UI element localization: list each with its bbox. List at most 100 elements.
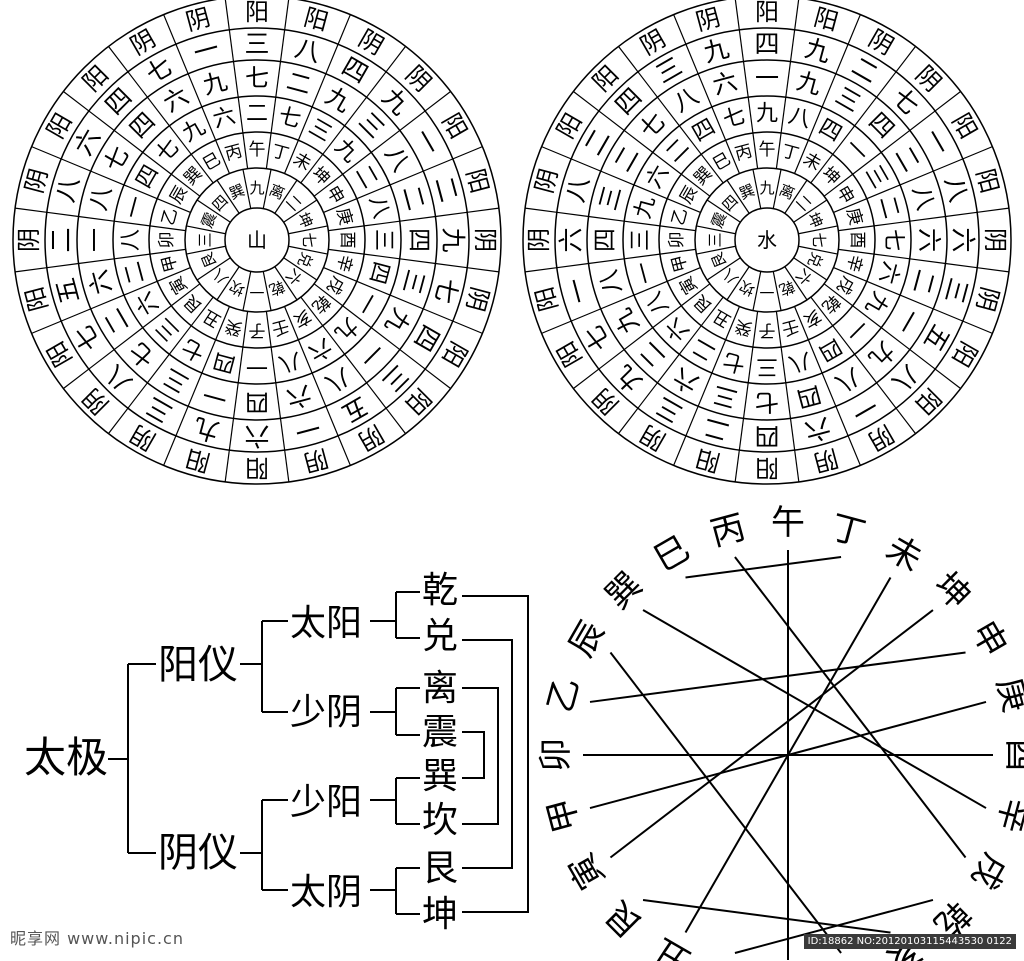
left-dial-divider [88,110,115,131]
left-dial-divider [175,43,189,74]
right-dial-divider [793,199,828,223]
star-link-line [642,609,987,809]
left-dial-divider [279,418,286,451]
left-dial-divider [31,320,62,334]
left-dial-divider [385,407,407,434]
right-dial-ring3-label: 四 [688,115,720,148]
left-dial-divider [60,158,91,172]
right-dial-ring5-label: 三 [939,275,973,307]
left-dial-divider [288,245,328,255]
right-dial-ring4-label: 四 [591,228,619,252]
right-dial-ring1-label: 乾 [777,277,798,299]
left-dial-divider [389,170,424,186]
left-dial-divider [313,283,344,307]
tree-level2-taiyin: 太阴 [290,872,362,913]
right-dial-ring4-label: 八 [907,183,940,213]
left-dial-ring6-label: 阳 [20,284,53,314]
right-dial-divider [772,169,782,209]
right-dial-divider [706,199,741,223]
left-dial-ring2-label: 酉 [337,232,357,249]
right-dial-divider [747,346,754,383]
right-dial-ring2-label: 甲 [668,252,692,274]
right-dial-ring3-label: 八 [786,347,814,377]
right-dial-divider [847,435,861,466]
star-mountain-label: 坤 [926,565,978,617]
right-dial-divider [934,368,961,390]
left-dial-ring6-label: 阴 [183,3,213,36]
right-dial-ring5-label: 七 [578,320,616,356]
left-dial-divider [323,266,358,282]
right-dial-ring5-label: 四 [754,422,779,451]
right-dial-divider [637,382,658,409]
right-dial-divider [600,170,635,186]
left-dial-divider [399,349,426,370]
star-mountain-label: 卯 [536,738,576,772]
left-dial-divider [452,320,483,334]
right-dial-ring2-label: 乙 [668,206,692,228]
left-dial-divider [149,225,186,232]
right-dial-divider [784,179,808,214]
left-dial-divider [284,450,290,482]
right-dial-divider [798,225,838,235]
right-dial-ring1-label: 二 [792,192,815,215]
left-dial-divider [311,73,327,108]
left-dial-divider [232,61,239,98]
right-dial-ring1-label: 七 [810,232,828,247]
left-dial-divider [363,220,400,227]
right-dial-ring4-label: 二 [907,267,940,297]
left-dial-divider [127,71,148,98]
right-dial-divider [866,184,901,200]
star-link-line [642,898,891,934]
left-dial-divider [228,418,235,451]
left-dial-divider [215,306,231,341]
right-dial-ring2-label: 丁 [779,141,801,165]
tree-connectors [108,591,529,915]
right-dial-divider [847,14,861,45]
right-dial-divider [700,153,724,184]
left-dial-ring5-label: 七 [429,275,463,307]
right-dial-ring5-label: 六 [802,412,834,446]
left-dial-ring1-label: 坎 [227,277,248,299]
star-mountain-label: 丙 [706,507,749,554]
left-dial-ring4-label: 二 [397,183,430,213]
right-dial-ring3-label: 八 [786,103,814,133]
left-dial-ring1-label: 四 [209,192,232,215]
left-dial-ring2-label: 癸 [223,315,245,339]
tree-level1-yin: 阴仪 [158,830,238,876]
right-dial-divider [656,353,680,384]
right-dial-divider [623,129,654,153]
right-dial-ring6-label: 阳 [755,0,779,26]
right-dial-divider [600,294,635,310]
left-dial-ring2-label: 卯 [157,232,177,249]
right-dial-divider [666,198,701,214]
right-dial-divider [789,29,796,62]
left-dial-ring5-label: 五 [337,391,373,429]
right-dial-divider [570,158,601,172]
left-dial-ring1-label: 三 [196,232,214,247]
left-dial-divider [63,90,90,112]
right-dial-ring4-label: 六 [669,362,704,398]
right-dial-ring3-label: 四 [814,333,846,366]
left-dial-divider [356,184,391,200]
right-dial-ring4-label: 七 [755,388,779,416]
right-dial-ring2-label: 壬 [779,315,801,339]
left-dial-ring4-label: 四 [405,228,433,252]
right-dial-ring4-label: 九 [794,67,824,100]
right-dial-ring5-label: 五 [918,320,956,356]
left-dial-divider [242,311,249,348]
right-dial-divider [678,325,702,355]
right-dial-ring2-label: 乾 [818,291,844,317]
right-dial-ring5-label: 一 [847,391,883,429]
right-dial-ring3-label: 二 [874,194,904,222]
left-dial-divider [187,372,203,407]
right-dial-ring6-label: 阳 [811,3,841,36]
left-dial-divider [337,14,351,45]
left-dial-divider [370,327,401,351]
right-dial-divider [838,225,875,232]
left-dial-divider [325,43,339,74]
right-dial-divider [598,110,625,131]
star-mountain-label: 乙 [540,673,587,716]
left-dial-ring5-label: 五 [50,275,84,307]
left-dial-ring3-label: 七 [276,103,304,133]
right-dial-divider [752,271,762,311]
